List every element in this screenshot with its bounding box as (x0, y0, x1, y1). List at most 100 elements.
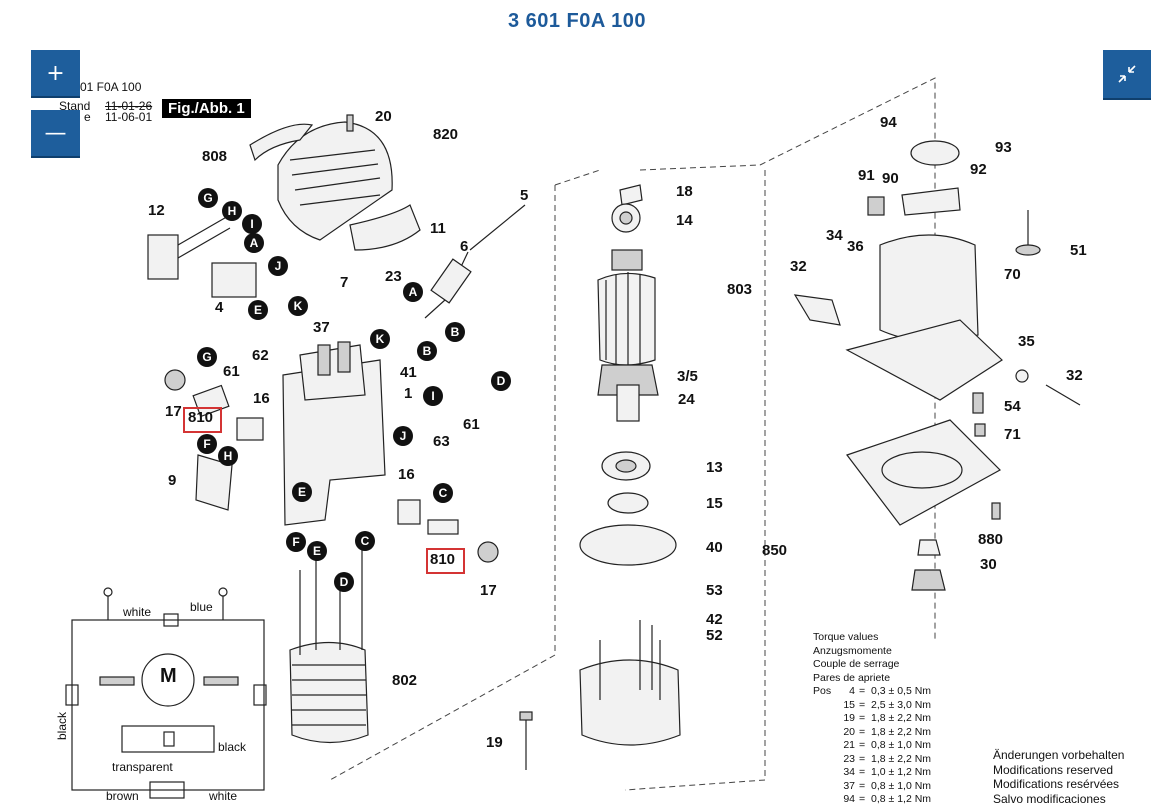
connector-letter-badge: I (423, 386, 443, 406)
callout-41: 41 (400, 364, 417, 381)
callout-36: 36 (847, 238, 864, 255)
callout-90: 90 (882, 170, 899, 187)
figure-label: Fig./Abb. 1 (162, 99, 251, 118)
stand-date: 11-01-26 (105, 99, 153, 113)
torque-value: 1,8 ± 2,2 Nm (871, 712, 932, 724)
zoom-out-button[interactable]: — (31, 110, 80, 158)
callout-32a: 32 (790, 258, 807, 275)
connector-letter-badge: E (248, 300, 268, 320)
torque-pos-number: 23 (843, 752, 855, 765)
torque-heading-es: Pares de apriete (813, 671, 891, 684)
torque-pos-number: 34 (843, 766, 855, 778)
callout-12: 12 (148, 202, 165, 219)
callout-32b: 32 (1066, 367, 1083, 384)
torque-row: 15=2,5 ± 3,0 Nm (813, 699, 931, 713)
torque-pos-number: 37 (843, 779, 855, 792)
note-fr: Modifications resérvées (993, 777, 1120, 791)
torque-equals: = (859, 752, 866, 765)
callout-810b: 810 (430, 551, 456, 568)
callout-51: 51 (1070, 242, 1087, 259)
connector-letter-badge: E (307, 541, 327, 561)
note-en: Modifications reserved (993, 762, 1114, 777)
callout-94: 94 (880, 114, 897, 131)
callout-850: 850 (762, 542, 788, 559)
torque-table: Torque values Anzugsmomente Couple de se… (813, 631, 931, 807)
page-title: 3 601 F0A 100 (507, 10, 647, 32)
callout-9: 9 (168, 472, 177, 489)
callout-808: 808 (202, 148, 228, 165)
callout-61b: 61 (463, 416, 480, 433)
connector-letter-badge: C (355, 531, 375, 551)
torque-equals: = (859, 725, 866, 738)
callout-1: 1 (404, 385, 413, 402)
motor-symbol: M (160, 665, 177, 687)
callout-7: 7 (340, 274, 349, 291)
torque-pos-number: 15 (843, 698, 855, 711)
callout-40: 40 (706, 539, 723, 556)
torque-pos-number: 21 (843, 739, 855, 751)
model-number-partial: 01 F0A 100 (80, 80, 142, 94)
torque-row: 20=1,8 ± 2,2 Nm (813, 726, 931, 740)
torque-value: 0,8 ± 1,0 Nm (871, 739, 932, 751)
callout-17a: 17 (165, 403, 182, 420)
callout-35a: 3/5 (677, 368, 698, 385)
callout-62: 62 (252, 347, 269, 364)
callout-18: 18 (676, 183, 693, 200)
torque-equals: = (859, 766, 866, 778)
callout-13: 13 (706, 459, 723, 476)
connector-letter-badge: H (218, 446, 238, 466)
callout-30: 30 (980, 556, 997, 573)
zoom-in-button[interactable]: + (31, 50, 80, 98)
connector-letter-badge: K (370, 329, 390, 349)
wire-label-transparent: transparent (112, 760, 173, 774)
highlight-box-810-left (183, 407, 222, 433)
torque-row: 94=0,8 ± 1,2 Nm (813, 793, 931, 807)
torque-row: 34=1,0 ± 1,2 Nm (813, 766, 931, 780)
callout-802: 802 (392, 672, 418, 689)
wire-label-brown: brown (106, 789, 139, 803)
torque-equals: = (859, 712, 866, 724)
torque-equals: = (859, 698, 866, 711)
callout-54: 54 (1004, 398, 1021, 415)
change-notes: Änderungen vorbehalten Modifications res… (993, 748, 1124, 806)
callout-20: 20 (375, 108, 392, 125)
connector-letter-badge: G (198, 188, 218, 208)
callout-11: 11 (430, 220, 446, 237)
callout-6: 6 (460, 238, 469, 255)
callout-23: 23 (385, 268, 402, 285)
torque-equals: = (859, 779, 866, 792)
callout-35: 35 (1018, 333, 1035, 350)
wiring-schematic (65, 587, 267, 799)
callout-37: 37 (313, 319, 330, 336)
connector-letter-badge: C (433, 483, 453, 503)
connector-letter-badge: F (197, 434, 217, 454)
callout-14: 14 (676, 212, 693, 229)
torque-pos-number: 20 (843, 725, 855, 738)
callout-16b: 16 (398, 466, 415, 483)
torque-row: 21 = 0,8 ± 1,0 Nm (813, 739, 931, 753)
connector-letter-badge: D (334, 572, 354, 592)
callout-63: 63 (433, 433, 450, 450)
callout-91: 91 (858, 167, 875, 184)
connector-letter-badge: D (491, 371, 511, 391)
callout-4: 4 (215, 299, 224, 316)
callout-16a: 16 (253, 390, 270, 407)
connector-letter-badge: A (403, 282, 423, 302)
torque-equals: = (859, 739, 866, 751)
highlight-box-810-right (426, 548, 465, 574)
stand-label: Stand (59, 99, 91, 113)
callout-42: 42 (706, 611, 723, 628)
connector-letter-badge: F (286, 532, 306, 552)
callout-92: 92 (970, 161, 987, 178)
callout-71: 71 (1004, 426, 1021, 443)
callout-15: 15 (706, 495, 723, 512)
fullscreen-toggle-button[interactable] (1103, 50, 1151, 100)
torque-row: 23=1,8 ± 2,2 Nm (813, 753, 931, 767)
callout-820: 820 (433, 126, 459, 143)
collapse-arrows-icon (1118, 65, 1136, 83)
wire-label-black-right: black (218, 740, 247, 754)
connector-letter-badge: I (242, 214, 262, 234)
torque-value: 0,8 ± 1,0 Nm (871, 779, 932, 792)
